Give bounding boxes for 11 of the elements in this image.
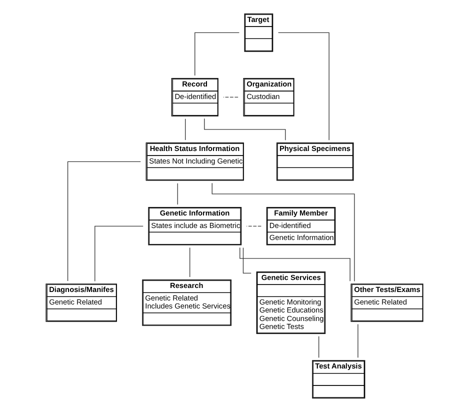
connector: [94, 226, 144, 282]
connector: [223, 96, 238, 98]
connector: [242, 247, 252, 274]
connector: [185, 118, 186, 140]
connector: [278, 32, 330, 140]
connector: [318, 336, 320, 358]
connector: [177, 182, 178, 205]
connector: [189, 247, 190, 278]
connector: [67, 161, 141, 282]
connector: [194, 32, 240, 76]
connector: [240, 247, 350, 282]
